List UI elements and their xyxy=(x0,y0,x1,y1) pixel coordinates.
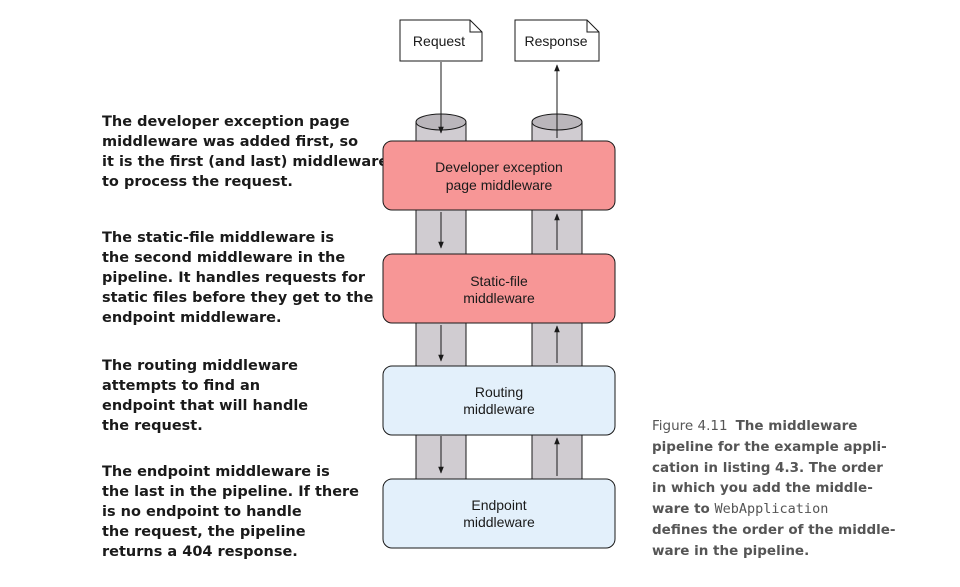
annotation-line: the request. xyxy=(102,418,203,434)
routing-middleware: Routing middleware xyxy=(382,365,616,436)
caption-line: ware to xyxy=(652,501,715,518)
static-file-middleware: Static-file middleware xyxy=(382,253,616,324)
request-document: Request xyxy=(399,19,483,62)
response-document: Response xyxy=(514,19,600,62)
endpoint-middleware: Endpoint middleware xyxy=(382,478,616,549)
middleware-label: Routing xyxy=(475,384,523,400)
annotation-line: middleware was added first, so xyxy=(102,134,359,150)
caption-line: The middleware xyxy=(735,418,858,434)
middleware-label: page middleware xyxy=(446,177,553,193)
annotation-line: to process the request. xyxy=(102,174,293,190)
annotation-line: The developer exception page xyxy=(102,114,350,130)
middleware-label: Static-file xyxy=(470,273,528,289)
annotation-line: it is the first (and last) middleware xyxy=(102,154,389,170)
middleware-label: middleware xyxy=(463,514,535,530)
annotation-line: the last in the pipeline. If there xyxy=(102,484,360,500)
developer-exception-middleware: Developer exception page middleware xyxy=(382,140,616,211)
annotation-routing: The routing middleware attempts to find … xyxy=(102,356,372,436)
caption-line: in which you add the middle- xyxy=(652,480,873,497)
response-label: Response xyxy=(524,33,587,49)
caption-line: ware in the pipeline. xyxy=(652,542,810,559)
annotation-line: The static-file middleware is xyxy=(102,230,335,246)
caption-line: pipeline for the example appli- xyxy=(652,438,887,455)
caption-line: defines the order of the middle- xyxy=(652,521,896,538)
caption-line: cation in listing 4.3. The order xyxy=(652,459,883,476)
annotation-line: The endpoint middleware is xyxy=(102,464,330,480)
annotation-line: endpoint middleware. xyxy=(102,310,282,326)
annotation-line: endpoint that will handle xyxy=(102,398,309,414)
middleware-label: middleware xyxy=(463,401,535,417)
middleware-label: Endpoint xyxy=(471,497,526,513)
figure-label: Figure 4.11 xyxy=(652,418,728,434)
annotation-line: is no endpoint to handle xyxy=(102,504,302,520)
annotation-line: static files before they get to the xyxy=(102,290,374,306)
annotation-endpoint: The endpoint middleware is the last in t… xyxy=(102,462,372,562)
annotation-line: pipeline. It handles requests for xyxy=(102,270,366,286)
annotation-line: the request, the pipeline xyxy=(102,524,306,540)
middleware-label: middleware xyxy=(463,290,535,306)
annotation-line: attempts to find an xyxy=(102,378,261,394)
caption-code: WebApplication xyxy=(714,501,829,518)
annotation-developer-exception: The developer exception page middleware … xyxy=(102,112,389,192)
middleware-label: Developer exception xyxy=(435,159,563,175)
annotation-static-file: The static-file middleware is the second… xyxy=(102,228,374,328)
figure-caption: Figure 4.11 The middleware pipeline for t… xyxy=(652,416,952,562)
annotation-line: returns a 404 response. xyxy=(102,544,298,560)
request-label: Request xyxy=(413,33,465,49)
annotation-line: The routing middleware xyxy=(102,358,298,374)
annotation-line: the second middleware in the xyxy=(102,250,346,266)
